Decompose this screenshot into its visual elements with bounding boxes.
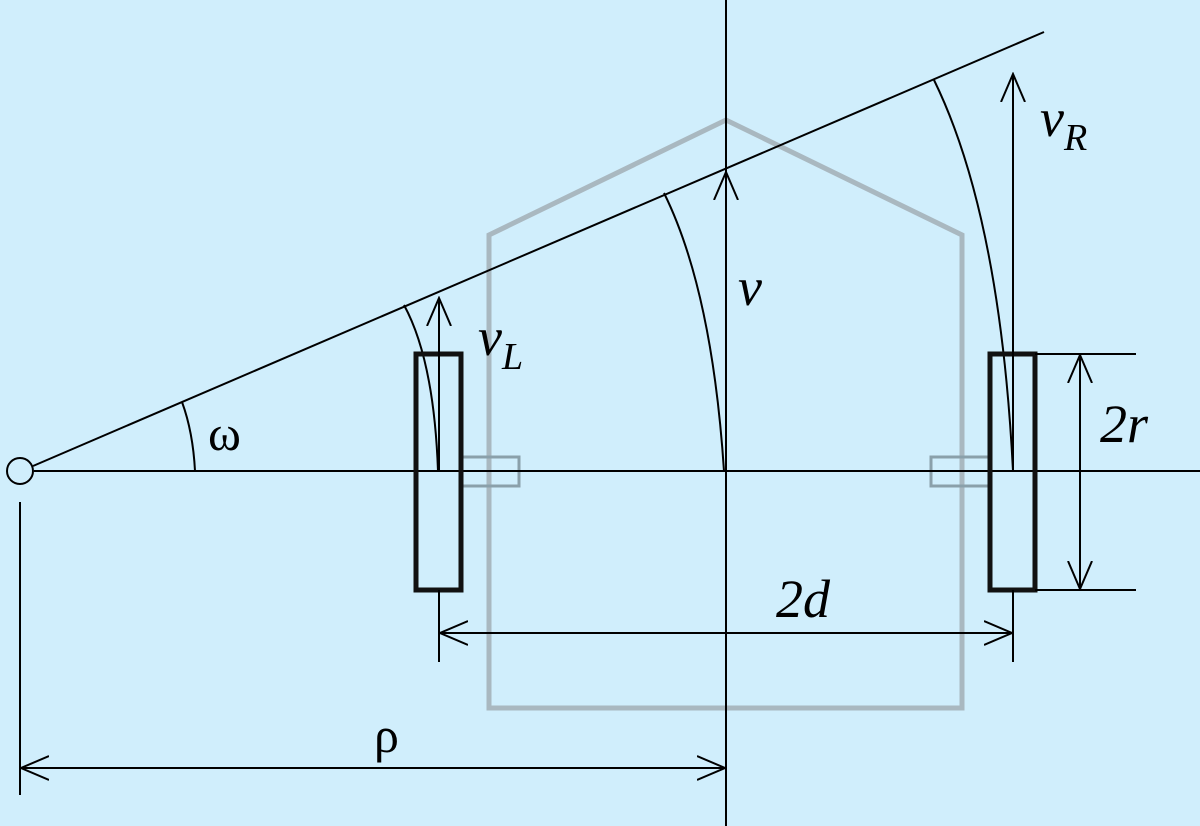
right-velocity-subscript: R: [1063, 117, 1087, 159]
turning-radius-label: ρ: [374, 707, 399, 763]
left-velocity-symbol: v: [478, 307, 502, 367]
velocity-tip-line: [32, 31, 1045, 467]
left-wheel-arc: [403, 304, 439, 472]
right-wheel-arc: [933, 79, 1014, 472]
center-arc: [663, 192, 725, 472]
omega-arc: [181, 401, 196, 472]
right-velocity-symbol: v: [1040, 88, 1064, 148]
right-velocity-label: vR: [1040, 88, 1087, 159]
left-velocity-label: vL: [478, 307, 523, 378]
angular-velocity-label: ω: [208, 405, 241, 461]
left-velocity-subscript: L: [501, 336, 523, 378]
track-width-label: 2d: [776, 569, 831, 629]
rotation-center-circle: [6, 457, 34, 485]
center-velocity-label: v: [738, 257, 762, 317]
wheel-diameter-label: 2r: [1100, 394, 1149, 454]
